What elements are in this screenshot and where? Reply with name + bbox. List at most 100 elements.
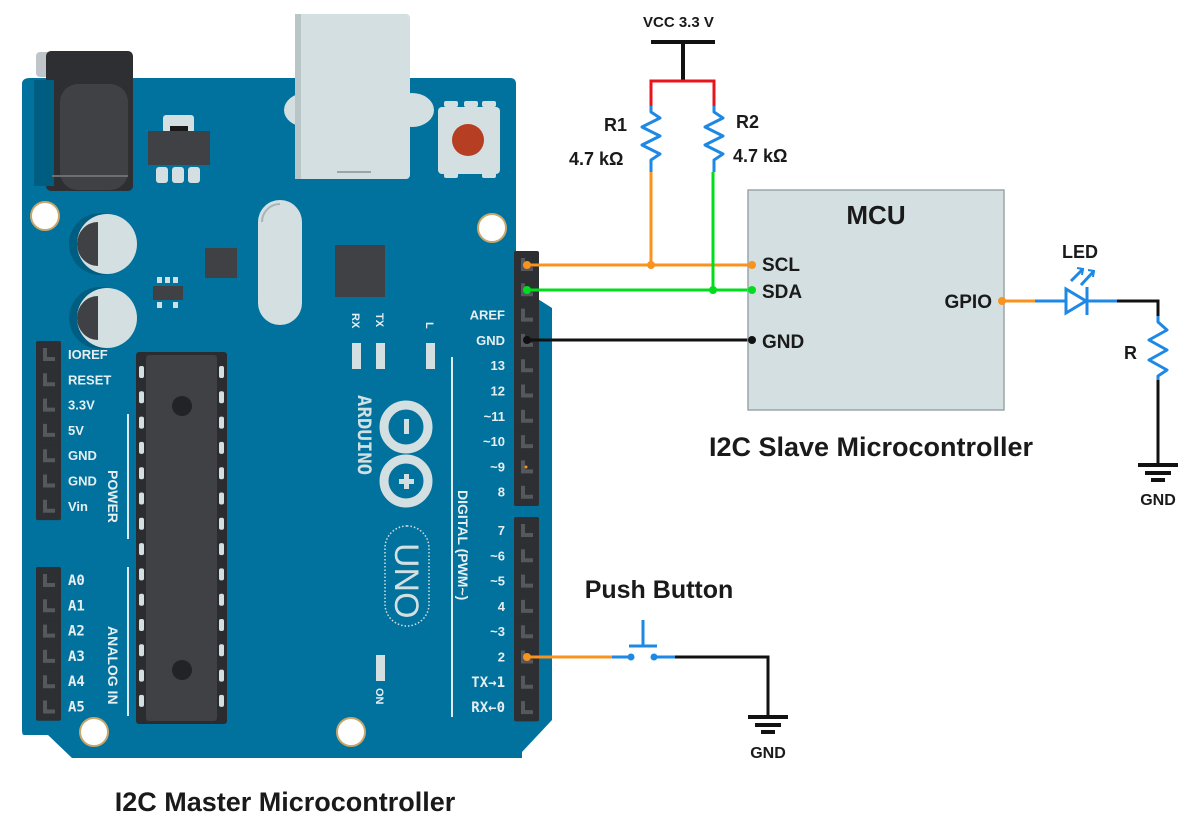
reset-button[interactable] — [438, 101, 500, 178]
header-pin[interactable] — [517, 304, 536, 326]
slave-title: I2C Slave Microcontroller — [709, 432, 1034, 462]
header-pin[interactable] — [517, 570, 536, 592]
atmega-chip — [136, 352, 227, 724]
chip-pin — [219, 568, 224, 581]
led-resistor-label: R — [1124, 343, 1137, 363]
pin-headers: IOREFRESET3.3V5VGNDGNDVinA0A1A2A3A4A5ARE… — [36, 251, 539, 722]
chip-pin — [219, 543, 224, 556]
chip-pin — [139, 669, 144, 682]
pin-label: Vin — [68, 499, 88, 514]
chip-pin — [139, 593, 144, 606]
rx-led — [352, 343, 361, 369]
chip-pin — [219, 694, 224, 707]
pin-label: 8 — [498, 485, 505, 500]
pin-label: IOREF — [68, 347, 108, 362]
r1-name: R1 — [604, 115, 627, 135]
pin-label: A2 — [68, 624, 85, 640]
chip-pin — [219, 467, 224, 480]
pin-label: TX→1 — [471, 675, 505, 691]
vcc-red-wire — [649, 79, 716, 106]
small-ic — [205, 248, 237, 278]
chip-pin — [139, 366, 144, 378]
chip-pin — [139, 619, 144, 631]
digital-group-label: DIGITAL (PWM~) — [455, 490, 471, 600]
gnd-arduino-dot — [523, 336, 531, 344]
pin-label: A0 — [68, 573, 85, 589]
header-pin[interactable] — [39, 620, 58, 642]
push-button-icon[interactable] — [627, 620, 658, 661]
mcu-gnd-label: GND — [762, 332, 804, 353]
push-button-circuit: Push Button GND — [585, 576, 788, 762]
chip-pin — [139, 644, 144, 657]
header-pin[interactable] — [517, 380, 536, 402]
header-pin[interactable] — [39, 696, 58, 718]
r1-value: 4.7 kΩ — [569, 149, 623, 169]
header-pin[interactable] — [517, 595, 536, 617]
header-pin[interactable] — [39, 645, 58, 667]
master-title: I2C Master Microcontroller — [115, 787, 456, 817]
chip-pin — [139, 568, 144, 581]
pin-label: GND — [68, 474, 97, 489]
chip-pin — [139, 391, 144, 404]
power-group-label: POWER — [105, 470, 121, 523]
mcu-gnd-pin — [748, 336, 756, 344]
pin-label: ~10 — [483, 434, 505, 449]
chip-pin — [219, 492, 224, 505]
header-pin[interactable] — [517, 621, 536, 643]
r2-resistor-icon — [703, 106, 725, 172]
header-pin[interactable] — [39, 595, 58, 617]
r2-value: 4.7 kΩ — [733, 146, 787, 166]
mcu-sda-pin — [748, 286, 756, 294]
pin-label: GND — [476, 333, 505, 348]
on-led-label: ON — [373, 688, 385, 705]
header-pin[interactable] — [517, 671, 536, 693]
pin-label: 7 — [498, 523, 505, 538]
header-pin[interactable] — [39, 394, 58, 416]
header-pin[interactable] — [517, 520, 536, 541]
chip-pin — [219, 366, 224, 378]
header-pin[interactable] — [517, 697, 536, 719]
chip-pin — [219, 593, 224, 606]
r2-name: R2 — [736, 112, 759, 132]
board-leds: RX TX L ON — [349, 313, 435, 705]
header-pin[interactable] — [517, 545, 536, 567]
chip-pin — [139, 517, 144, 530]
header-pin[interactable] — [39, 570, 58, 591]
chip-pin — [219, 619, 224, 631]
wires — [527, 40, 1160, 715]
mcu-box — [747, 189, 1005, 411]
push-button-label: Push Button — [585, 576, 734, 604]
header-pin[interactable] — [39, 344, 58, 365]
header-pin[interactable] — [39, 445, 58, 467]
mounting-hole — [477, 213, 507, 243]
header-pin[interactable] — [39, 495, 58, 517]
pin-label: ~9 — [490, 459, 505, 474]
vcc-label: VCC 3.3 V — [643, 14, 714, 31]
transistor — [153, 277, 183, 308]
chip-pin — [139, 694, 144, 707]
header-pin[interactable] — [39, 369, 58, 391]
header-pin[interactable] — [517, 431, 536, 453]
header-pin[interactable] — [517, 481, 536, 503]
pin-label: A1 — [68, 598, 85, 614]
l-led-label: L — [423, 322, 435, 329]
usb-connector — [284, 14, 434, 179]
header-pin[interactable] — [517, 355, 536, 377]
mcu-scl-pin — [748, 261, 756, 269]
header-pin[interactable] — [39, 671, 58, 693]
header-pin[interactable] — [517, 405, 536, 427]
tx-led — [376, 343, 385, 369]
pin-label: ~3 — [490, 624, 505, 639]
header-pin[interactable] — [39, 470, 58, 492]
arduino-logo: ARDUINO UNO — [353, 395, 433, 627]
mcu-label: MCU — [846, 200, 905, 230]
pin-label: RESET — [68, 372, 111, 387]
led-icon — [1064, 267, 1096, 316]
header-pin[interactable] — [39, 419, 58, 441]
pin-label: ~6 — [490, 548, 505, 563]
